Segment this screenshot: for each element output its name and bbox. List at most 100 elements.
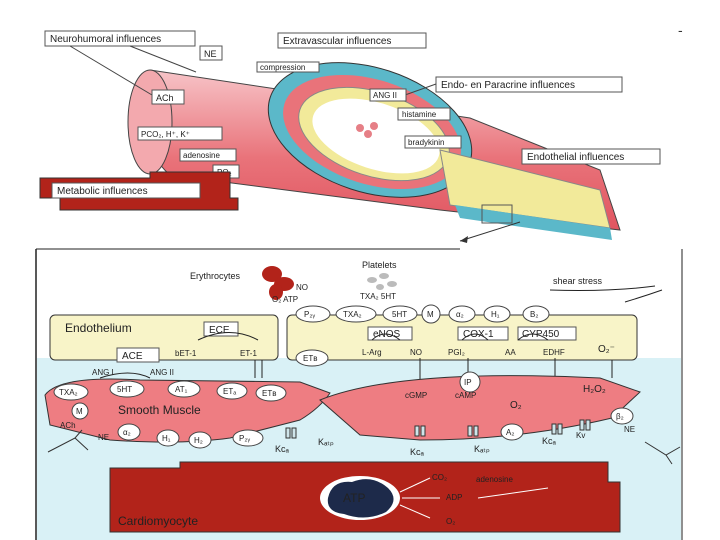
ach-sm-label: ACh: [60, 421, 76, 430]
cyp450-box: [517, 326, 577, 341]
ang2-box: [369, 88, 407, 102]
receptor-b2: [522, 305, 550, 323]
bigET-label: bET-1: [175, 349, 197, 358]
smooth-muscle-receptors: TXA₂ 5HT AT₁ ETₐ ETʙ M α₂ H₁ H₂ P₂ᵧ IP A…: [53, 371, 634, 449]
adp-label: ADP: [446, 493, 462, 502]
endothelial-label-box: [521, 148, 661, 165]
adenosine-label: adenosine: [183, 151, 220, 160]
sm-receptor-eta-label: ETₐ: [223, 387, 237, 396]
receptor-txa2: [335, 305, 377, 323]
receptor-b2-label: B₂: [530, 310, 538, 319]
shear-stress-label: shear stress: [553, 276, 603, 286]
cyp450-label: CYP450: [522, 329, 560, 340]
adenosine-cardio-label: adenosine: [476, 475, 513, 484]
katp-2-label: Kₐₜₚ: [474, 444, 490, 454]
receptor-etb-top-label: ETʙ: [303, 354, 317, 363]
cox1-box: [457, 326, 509, 341]
receptor-h1-label: H₁: [491, 310, 500, 319]
ip-receptor: [459, 371, 481, 393]
ion-channels: [285, 419, 591, 439]
smooth-muscle-label: Smooth Muscle: [118, 403, 201, 417]
aa-label: AA: [505, 348, 516, 357]
sm-receptor-h1-label: H₁: [162, 434, 171, 443]
a2-receptor: [500, 423, 524, 441]
katp-1-label: Kₐₜₚ: [318, 437, 334, 447]
ne-right-label: NE: [624, 425, 635, 434]
ace-label: ACE: [122, 351, 143, 362]
pco2-box: [137, 126, 223, 141]
sm-receptor-p2y: [232, 429, 264, 447]
extravascular-label: Extravascular influences: [283, 36, 391, 47]
receptor-txa2-label: TXA₂: [343, 310, 362, 319]
endothelial-receptors: P₂ᵧ TXA₂ 5HT M α₂ H₁ B₂ ETʙ: [295, 304, 550, 367]
ace-box: [116, 347, 160, 363]
ach-label: ACh: [156, 93, 174, 103]
shear-arrow-2: [624, 289, 663, 303]
vessel-illustration: [127, 62, 621, 243]
pco2-label: PCO₂, H⁺, K⁺: [141, 130, 190, 139]
receptor-a2: [448, 305, 476, 323]
o2-atp-label: O₂ ATP: [272, 295, 298, 304]
sm-receptor-a2-label: α₂: [123, 428, 131, 437]
o2-cardio-label: O₂: [446, 517, 455, 526]
ne-label: NE: [204, 49, 217, 59]
enos-box: [367, 326, 413, 341]
receptor-m-label: M: [427, 310, 434, 319]
no-label: NO: [296, 283, 308, 292]
sm-receptor-a2: [117, 423, 141, 441]
camp-label: cAMP: [455, 391, 476, 400]
histamine-label: histamine: [402, 110, 437, 119]
endothelium-label: Endothelium: [65, 321, 132, 335]
endo-paracrine-label: Endo- en Paracrine influences: [441, 80, 575, 91]
h2o2-label: H₂O₂: [583, 384, 606, 395]
o2-sm-label: O₂: [510, 400, 522, 411]
metabolic-label: Metabolic influences: [57, 186, 148, 197]
receptor-a2-label: α₂: [456, 310, 464, 319]
receptor-5ht: [382, 305, 418, 323]
sm-receptor-etb: [255, 384, 287, 402]
histamine-box: [397, 107, 451, 121]
corner-dash: -: [678, 22, 683, 38]
kca-1-label: Kᴄₐ: [275, 444, 290, 454]
sm-receptor-eta: [216, 382, 248, 400]
cardiomyocyte-label: Cardiomyocyte: [118, 514, 198, 528]
ip-label: IP: [464, 378, 472, 387]
erythrocyte-shape: [262, 266, 294, 300]
sm-receptor-m: [71, 402, 89, 420]
co2-label: CO₂: [432, 473, 447, 482]
sm-receptor-p2y-label: P₂ᵧ: [239, 434, 250, 443]
sm-receptor-h2: [188, 431, 212, 449]
sm-receptor-5ht-label: 5HT: [117, 385, 132, 394]
adenosine-box: [179, 148, 237, 162]
txa2-5ht-label: TXA₂ 5HT: [360, 292, 396, 301]
bradykinin-box: [404, 135, 462, 149]
metabolism-arrows: [399, 477, 549, 519]
receptor-h1: [483, 305, 511, 323]
mitochondrion-shape: [327, 479, 394, 518]
receptor-p2y: [295, 305, 331, 323]
receptor-5ht-label: 5HT: [392, 310, 407, 319]
b2-receptor: [610, 407, 634, 425]
receptor-etb-top: [295, 349, 329, 367]
receptor-p2y-label: P₂ᵧ: [304, 310, 315, 319]
ece-label: ECE: [209, 325, 230, 336]
sm-receptor-txa2: [53, 383, 89, 401]
nerve-endings: [47, 429, 681, 465]
metabolic-label-box: [51, 182, 201, 199]
kv-label: Kv: [576, 431, 585, 440]
sm-receptor-h2-label: H₂: [194, 436, 203, 445]
kca-2-label: Kᴄₐ: [410, 447, 425, 457]
platelets-label: Platelets: [362, 260, 397, 270]
o2-minus-label: O₂⁻: [598, 344, 615, 355]
edhf-label: EDHF: [543, 348, 565, 357]
ang2-b-label: ANG II: [150, 368, 174, 377]
neurohumoral-label-box: [44, 30, 196, 47]
shear-arrow-1: [549, 285, 656, 291]
sm-receptor-5ht: [109, 380, 145, 398]
sm-receptor-etb-label: ETʙ: [262, 389, 276, 398]
sm-receptor-txa2-label: TXA₂: [59, 388, 78, 397]
kca-3-label: Kᴄₐ: [542, 436, 557, 446]
sm-receptor-at1-label: AT₁: [175, 385, 188, 394]
ach-box: [151, 89, 185, 105]
ne-box: [199, 45, 223, 61]
